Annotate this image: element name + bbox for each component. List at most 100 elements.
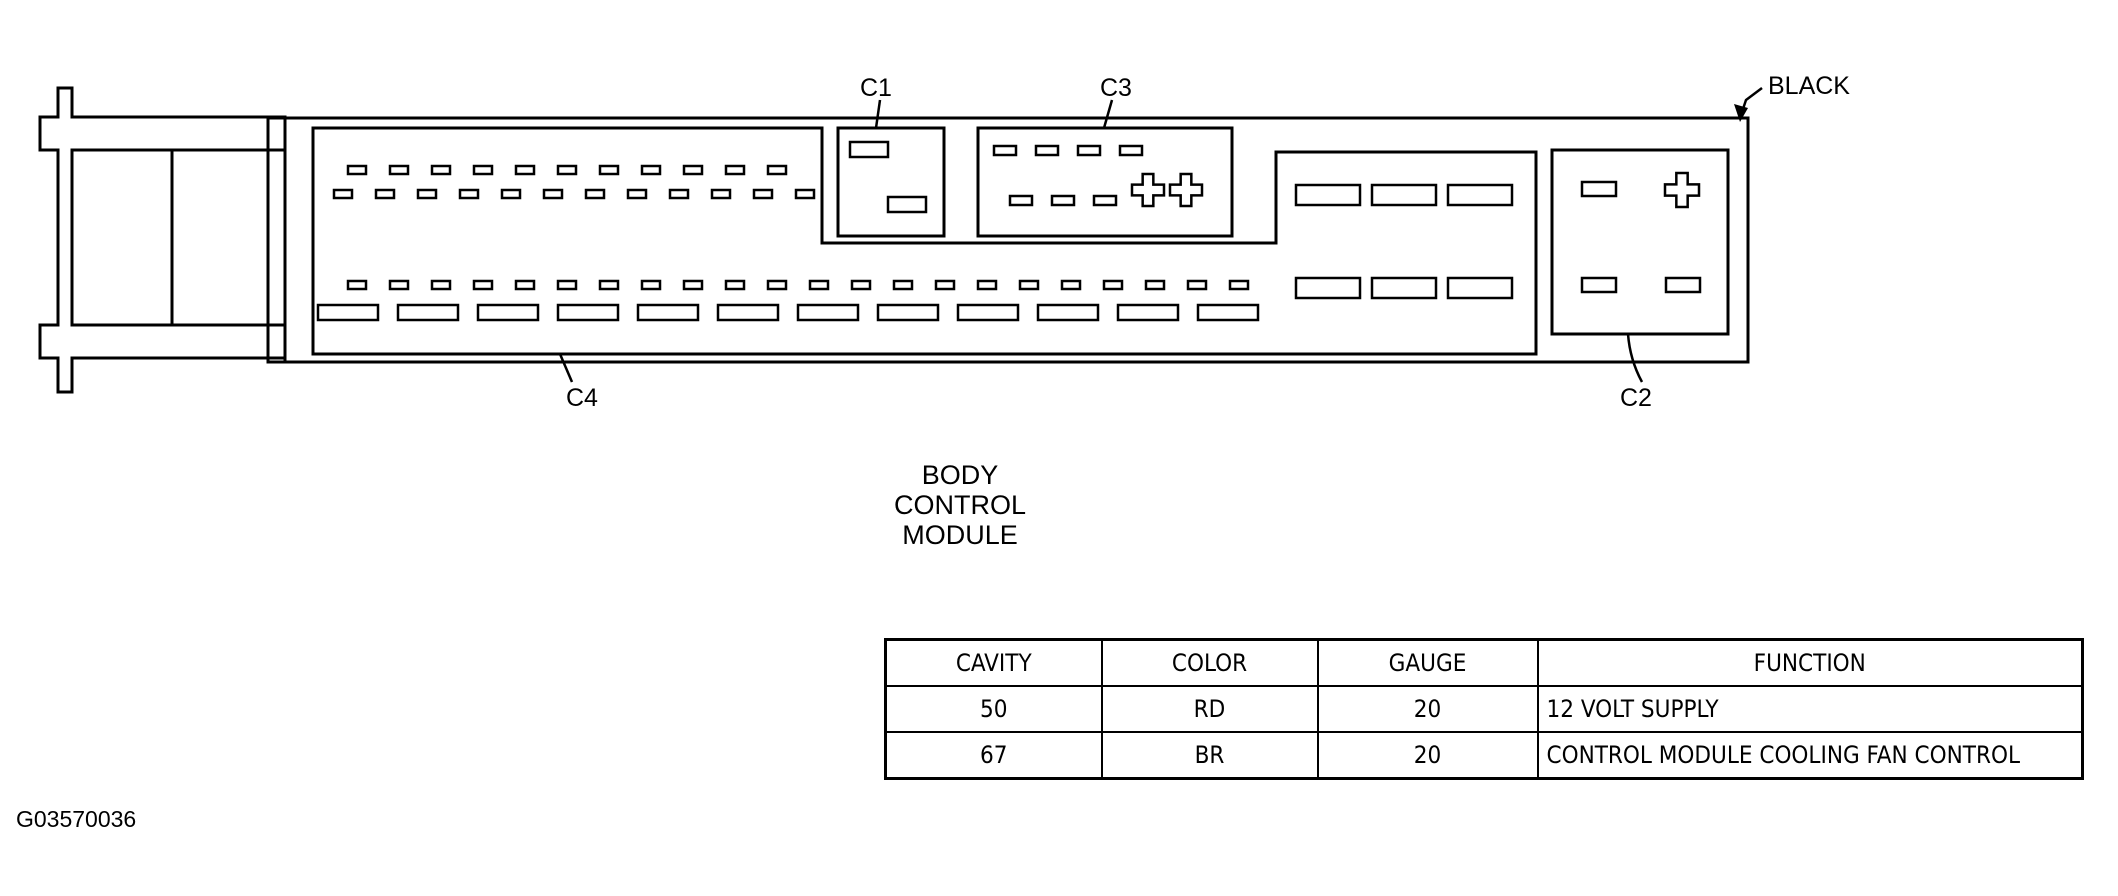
c4-cavity bbox=[458, 188, 480, 200]
c4-cavity bbox=[668, 188, 690, 200]
cavity-cell: 50 bbox=[884, 685, 1103, 733]
c4-cavity bbox=[514, 279, 536, 291]
c4-cavity bbox=[542, 188, 564, 200]
c4-cavity bbox=[640, 164, 662, 176]
header-cavity: CAVITY bbox=[884, 638, 1103, 687]
c4-cavity bbox=[626, 188, 648, 200]
c4-cavity bbox=[682, 279, 704, 291]
c3-cavity bbox=[1008, 194, 1034, 207]
black-arrow-head bbox=[1734, 104, 1748, 122]
figure-id: G03570036 bbox=[16, 806, 137, 832]
c4-cavity bbox=[1186, 279, 1208, 291]
c4-cavity bbox=[388, 164, 410, 176]
c4-cavity bbox=[476, 303, 540, 322]
c4-cavity bbox=[1294, 183, 1362, 207]
module-title: BODY CONTROL MODULE bbox=[840, 460, 1080, 550]
c3-cavity bbox=[1034, 144, 1060, 157]
header-color: COLOR bbox=[1100, 638, 1319, 687]
c4-cavity bbox=[396, 303, 460, 322]
c2-cavity bbox=[1580, 276, 1618, 294]
callout-c4: C4 bbox=[566, 384, 598, 412]
c3-cavity bbox=[1168, 172, 1204, 208]
c3-cavity bbox=[1092, 194, 1118, 207]
mounting-bracket bbox=[38, 86, 287, 394]
c2-cavity bbox=[1664, 276, 1702, 294]
c4-cavity bbox=[346, 164, 368, 176]
c4-cavity bbox=[1196, 303, 1260, 322]
c1-connector bbox=[836, 126, 946, 238]
c4-cavity bbox=[766, 164, 788, 176]
c2-cavity bbox=[1580, 180, 1618, 198]
c4-cavity bbox=[1018, 279, 1040, 291]
c4-cavity bbox=[876, 303, 940, 322]
c4-cavity bbox=[472, 279, 494, 291]
c4-cavity bbox=[710, 188, 732, 200]
function-cell: 12 VOLT SUPPLY bbox=[1536, 685, 2084, 733]
c4-cavity bbox=[316, 303, 380, 322]
c4-cavity bbox=[636, 303, 700, 322]
c4-cavity bbox=[416, 188, 438, 200]
c4-cavity bbox=[724, 279, 746, 291]
c4-cavity bbox=[1294, 276, 1362, 300]
c4-cavity bbox=[374, 188, 396, 200]
c3-cavity bbox=[1130, 172, 1166, 208]
c4-cavity bbox=[808, 279, 830, 291]
c4-cavity bbox=[472, 164, 494, 176]
c1-cavity bbox=[848, 140, 890, 159]
c3-cavity bbox=[1050, 194, 1076, 207]
c4-cavity bbox=[752, 188, 774, 200]
c4-leader bbox=[558, 353, 574, 383]
c4-cavity bbox=[1102, 279, 1124, 291]
c4-cavity bbox=[1370, 183, 1438, 207]
title-line-2: CONTROL bbox=[893, 490, 1026, 520]
c4-cavity bbox=[430, 279, 452, 291]
c4-cavity bbox=[796, 303, 860, 322]
c4-cavity bbox=[500, 188, 522, 200]
c4-cavity bbox=[556, 279, 578, 291]
c4-cavity bbox=[584, 188, 606, 200]
c4-cavity bbox=[388, 279, 410, 291]
callout-c1: C1 bbox=[860, 74, 892, 102]
c4-cavity bbox=[514, 164, 536, 176]
color-cell: BR bbox=[1100, 731, 1319, 780]
black-label: BLACK bbox=[1768, 72, 1850, 100]
c2-connector bbox=[1550, 148, 1730, 336]
c3-cavity bbox=[1118, 144, 1144, 157]
c4-cavity bbox=[332, 188, 354, 200]
function-cell: CONTROL MODULE COOLING FAN CONTROL bbox=[1536, 731, 2084, 780]
c4-cavity bbox=[1144, 279, 1166, 291]
c4-cavity bbox=[766, 279, 788, 291]
c4-cavity bbox=[850, 279, 872, 291]
gauge-cell: 20 bbox=[1316, 731, 1539, 780]
c4-cavity bbox=[640, 279, 662, 291]
c4-cavity bbox=[598, 279, 620, 291]
c4-cavity bbox=[934, 279, 956, 291]
c2-cavity bbox=[1663, 171, 1701, 209]
c4-cavity bbox=[1228, 279, 1250, 291]
c4-cavity bbox=[716, 303, 780, 322]
table-row: 67 BR 20 CONTROL MODULE COOLING FAN CONT… bbox=[884, 731, 2084, 780]
header-gauge: GAUGE bbox=[1316, 638, 1539, 687]
c4-cavity bbox=[682, 164, 704, 176]
bracket-window bbox=[70, 148, 174, 327]
color-cell: RD bbox=[1100, 685, 1319, 733]
c4-cavity bbox=[430, 164, 452, 176]
header-function: FUNCTION bbox=[1536, 638, 2084, 687]
c3-cavity bbox=[992, 144, 1018, 157]
c4-cavity bbox=[956, 303, 1020, 322]
c3-cavity bbox=[1076, 144, 1102, 157]
title-line-3: MODULE bbox=[902, 520, 1018, 550]
c4-connector bbox=[311, 126, 1538, 356]
callout-c3: C3 bbox=[1100, 74, 1132, 102]
c2-leader bbox=[1626, 333, 1644, 383]
c4-cavity bbox=[1116, 303, 1180, 322]
table-header-row: CAVITY COLOR GAUGE FUNCTION bbox=[884, 638, 2084, 687]
c4-cavity bbox=[976, 279, 998, 291]
c4-cavity bbox=[794, 188, 816, 200]
callout-c2: C2 bbox=[1620, 384, 1652, 412]
c3-connector bbox=[976, 126, 1234, 238]
c4-cavity bbox=[556, 164, 578, 176]
c4-cavity bbox=[1446, 276, 1514, 300]
gauge-cell: 20 bbox=[1316, 685, 1539, 733]
